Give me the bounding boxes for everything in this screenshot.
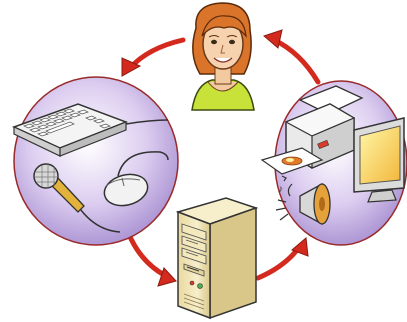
computer-tower-icon <box>178 198 256 318</box>
flow-arrow-input-to-system <box>128 232 176 286</box>
music-note-icon: ♪ <box>278 184 283 195</box>
output-devices-group: ♪ <box>262 81 407 245</box>
flow-arrow-output-to-user <box>264 30 318 82</box>
input-devices-group <box>14 77 178 245</box>
flow-arrow-user-to-input <box>122 40 183 76</box>
woman-icon <box>192 3 254 110</box>
input-devices-circle <box>14 77 178 245</box>
flow-arrow-system-to-output <box>258 238 308 278</box>
